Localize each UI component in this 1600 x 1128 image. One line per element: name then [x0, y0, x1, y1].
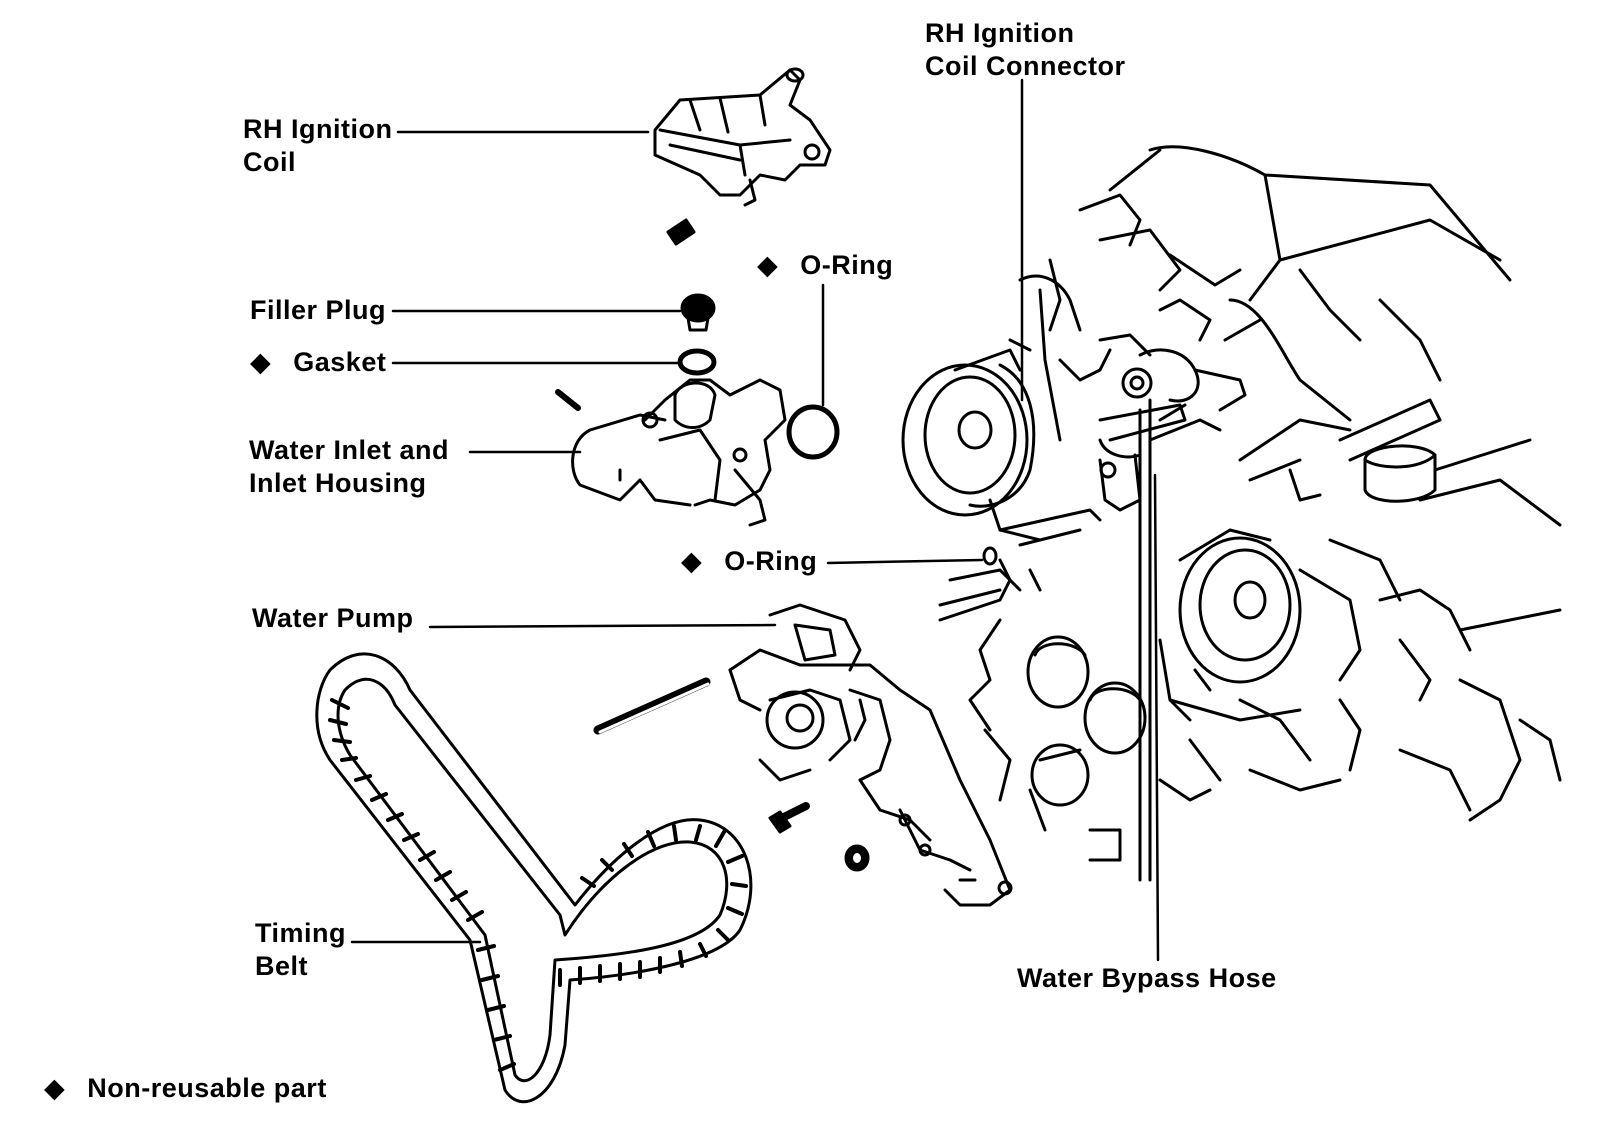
timing-belt-drawing: [315, 652, 753, 1104]
rh-ignition-coil-label: RH Ignition Coil: [243, 113, 392, 179]
water-bypass-hose-label: Water Bypass Hose: [1017, 962, 1277, 995]
pump-bolt: [768, 802, 810, 834]
diamond-icon: ◆: [44, 1073, 66, 1103]
diamond-icon: ◆: [757, 250, 779, 280]
water-inlet-housing-drawing: [571, 378, 787, 527]
filler-plug-text: Filler Plug: [250, 295, 387, 325]
filler-plug-label: Filler Plug: [250, 294, 386, 327]
gasket-label: ◆ Gasket: [250, 346, 386, 379]
rh-coil-connector-label: RH Ignition Coil Connector: [925, 17, 1126, 83]
gasket-text: Gasket: [293, 347, 387, 377]
water-pump-drawing: [728, 603, 1013, 907]
leader-middle-o-ring: [826, 558, 984, 565]
o-ring-middle-label: ◆ O-Ring: [681, 545, 817, 578]
rh-coil-connector-line2: Coil Connector: [925, 51, 1126, 81]
rh-ignition-coil-line2: Coil: [243, 147, 296, 177]
coil-bolt: [666, 218, 696, 246]
timing-belt-label: Timing Belt: [255, 917, 346, 983]
diamond-icon: ◆: [250, 347, 272, 377]
o-ring-top-label: ◆ O-Ring: [757, 249, 893, 282]
gasket-drawing: [677, 348, 717, 376]
water-pump-text: Water Pump: [252, 603, 414, 633]
rh-coil-connector-line1: RH Ignition: [925, 18, 1075, 48]
rh-ignition-coil-line1: RH Ignition: [243, 114, 393, 144]
upper-o-ring-drawing: [786, 404, 840, 460]
engine-assembly: [901, 145, 1562, 882]
water-bypass-hose-text: Water Bypass Hose: [1017, 963, 1277, 993]
filler-plug-drawing: [680, 293, 716, 332]
water-inlet-line1: Water Inlet and: [249, 435, 450, 465]
timing-belt-line1: Timing: [255, 918, 347, 948]
legend-text: Non-reusable part: [87, 1073, 327, 1103]
pump-nut: [844, 844, 870, 872]
legend: ◆ Non-reusable part: [44, 1072, 327, 1105]
ignition-coil-drawing: [653, 67, 832, 207]
pump-stud: [593, 677, 711, 735]
leader-lines: [350, 78, 1160, 962]
leader-bypass-hose: [1153, 473, 1160, 962]
o-ring-top-text: O-Ring: [800, 250, 894, 280]
diamond-icon: ◆: [681, 546, 703, 576]
water-inlet-line2: Inlet Housing: [249, 468, 427, 498]
leader-water-pump: [428, 623, 777, 629]
o-ring-middle-text: O-Ring: [724, 546, 818, 576]
water-pump-label: Water Pump: [252, 602, 414, 635]
inlet-bolt: [555, 389, 581, 411]
timing-belt-line2: Belt: [255, 951, 309, 981]
lower-o-ring-drawing: [982, 546, 998, 566]
water-inlet-label: Water Inlet and Inlet Housing: [249, 434, 449, 500]
